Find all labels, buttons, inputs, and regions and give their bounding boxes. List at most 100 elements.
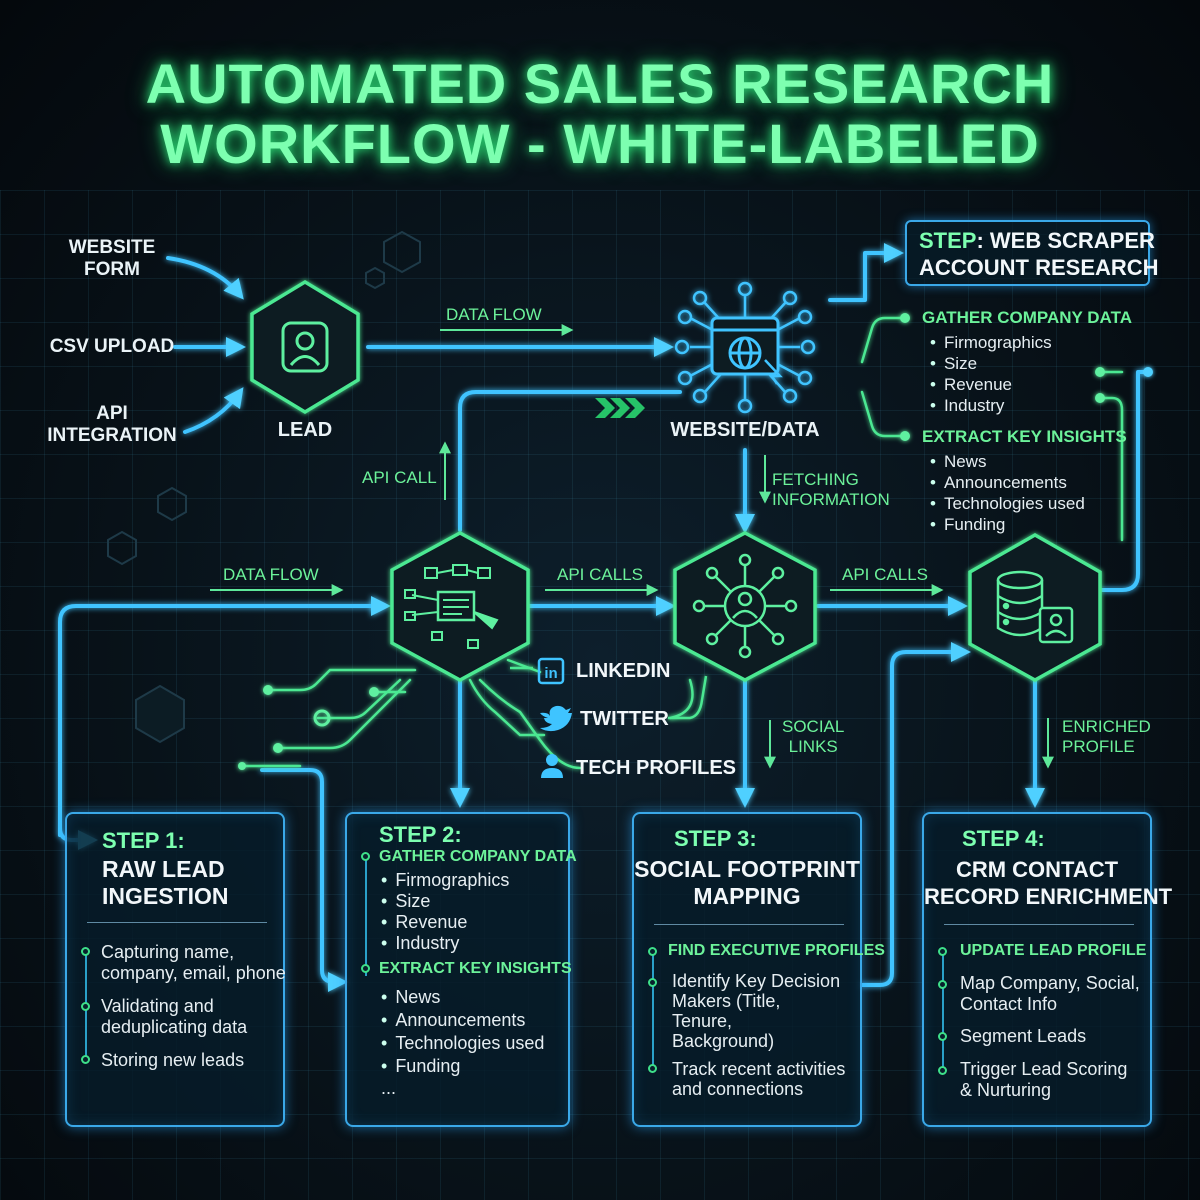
list-item: Firmographics bbox=[930, 332, 1052, 353]
step-1-card: STEP 1: RAW LEAD INGESTION Capturing nam… bbox=[65, 812, 286, 1127]
step-2-card: STEP 2: GATHER COMPANY DATA Firmographic… bbox=[345, 812, 577, 1127]
step-4-section: UPDATE LEAD PROFILE bbox=[960, 942, 1147, 959]
divider bbox=[944, 924, 1134, 925]
step-1-item-2: Validating and deduplicating data bbox=[101, 996, 248, 1037]
lead-node bbox=[250, 279, 360, 415]
timeline-dot bbox=[938, 980, 947, 989]
list-item: Industry bbox=[381, 933, 509, 954]
step-3-label: STEP 3: bbox=[674, 826, 757, 851]
step-1-label: STEP 1: bbox=[102, 828, 185, 853]
web-scraper-box: STEP: WEB SCRAPER ACCOUNT RESEARCH bbox=[905, 220, 1159, 286]
flow-label-data-flow-left: DATA FLOW bbox=[223, 565, 319, 584]
flow-label-api-calls-2: API CALLS bbox=[842, 565, 928, 584]
divider bbox=[654, 924, 844, 925]
list-item: News bbox=[930, 451, 1085, 472]
step-3-item-2: Track recent activities and connections bbox=[672, 1059, 846, 1099]
flow-label-enriched-profile: ENRICHED PROFILE bbox=[1062, 717, 1151, 756]
source-csv-upload: CSV UPLOAD bbox=[49, 336, 175, 357]
list-item: Revenue bbox=[381, 912, 509, 933]
step-4-item-1: Map Company, Social, Contact Info bbox=[960, 973, 1140, 1014]
divider bbox=[87, 922, 267, 923]
list-item: Industry bbox=[930, 395, 1052, 416]
flowchart-icon bbox=[404, 564, 499, 649]
list-item: Announcements bbox=[381, 1009, 544, 1032]
step-4-label: STEP 4: bbox=[962, 826, 1045, 851]
timeline-dot bbox=[648, 947, 657, 956]
step-2-label: STEP 2: bbox=[379, 822, 462, 847]
social-twitter-label: TWITTER bbox=[580, 708, 669, 730]
social-linkedin-label: LINKEDIN bbox=[576, 660, 671, 682]
social-hub-node bbox=[673, 531, 817, 682]
svg-text:in: in bbox=[544, 665, 557, 682]
step-3-card: STEP 3: SOCIAL FOOTPRINT MAPPING FIND EX… bbox=[632, 812, 885, 1127]
flow-label-data-flow-top: DATA FLOW bbox=[446, 305, 542, 324]
timeline-dot bbox=[81, 1055, 90, 1064]
timeline-dot bbox=[81, 1002, 90, 1011]
page-title-line2: WORKFLOW - WHITE-LABELED bbox=[160, 112, 1040, 175]
step-1-item-1: Capturing name, company, email, phone bbox=[101, 942, 286, 983]
list-item: Firmographics bbox=[381, 870, 509, 891]
source-api-integration: API INTEGRATION bbox=[47, 403, 177, 446]
person-profile-icon bbox=[541, 754, 563, 778]
step-4-heading: CRM CONTACT RECORD ENRICHMENT bbox=[924, 857, 1173, 909]
person-icon bbox=[281, 321, 329, 373]
scraper-extract-list: News Announcements Technologies used Fun… bbox=[930, 451, 1085, 535]
step-1-heading: RAW LEAD INGESTION bbox=[102, 856, 229, 909]
step-2-gather-title: GATHER COMPANY DATA bbox=[379, 848, 577, 865]
twitter-icon bbox=[540, 705, 572, 732]
list-item: Funding bbox=[381, 1055, 544, 1078]
timeline-dot bbox=[361, 852, 370, 861]
scraper-step-label: STEP: WEB SCRAPER bbox=[919, 228, 1155, 253]
source-website-form: WEBSITE FORM bbox=[68, 237, 156, 280]
timeline-dot bbox=[648, 1064, 657, 1073]
step-3-section: FIND EXECUTIVE PROFILES bbox=[668, 942, 885, 959]
crm-database-node bbox=[968, 532, 1102, 683]
lead-label: LEAD bbox=[277, 419, 333, 441]
step-2-extract-title: EXTRACT KEY INSIGHTS bbox=[379, 960, 572, 977]
flow-label-api-call: API CALL bbox=[362, 468, 437, 487]
list-item: Announcements bbox=[930, 472, 1085, 493]
timeline-line bbox=[942, 952, 944, 1070]
step-2-gather-list: Firmographics Size Revenue Industry bbox=[381, 870, 509, 954]
network-person-icon bbox=[692, 553, 798, 659]
timeline-dot bbox=[938, 1032, 947, 1041]
step-3-item-1: Identify Key Decision Makers (Title, Ten… bbox=[672, 971, 841, 1051]
step-1-item-3: Storing new leads bbox=[101, 1050, 245, 1070]
page-title-line1: AUTOMATED SALES RESEARCH bbox=[145, 52, 1055, 115]
timeline-dot bbox=[81, 947, 90, 956]
scraper-title-line2: ACCOUNT RESEARCH bbox=[919, 255, 1159, 280]
decorative-hexagons bbox=[107, 230, 421, 744]
list-item: Size bbox=[381, 891, 509, 912]
website-data-label: WEBSITE/DATA bbox=[670, 419, 820, 441]
scraper-extract-title: EXTRACT KEY INSIGHTS bbox=[922, 427, 1127, 446]
step-4-item-3: Trigger Lead Scoring & Nurturing bbox=[960, 1059, 1128, 1100]
linkedin-icon: in bbox=[537, 657, 565, 685]
flow-label-social-links: SOCIAL LINKS bbox=[782, 717, 845, 756]
list-item: News bbox=[381, 986, 544, 1009]
step-3-heading: SOCIAL FOOTPRINT MAPPING bbox=[634, 856, 860, 909]
globe-browser-icon bbox=[710, 316, 783, 385]
processing-hub-node bbox=[390, 531, 530, 682]
list-item: Technologies used bbox=[930, 493, 1085, 514]
timeline-dot bbox=[938, 947, 947, 956]
timeline-dot bbox=[648, 978, 657, 987]
step-2-extract-list: News Announcements Technologies used Fun… bbox=[381, 986, 544, 1078]
flow-label-api-calls-1: API CALLS bbox=[557, 565, 643, 584]
flow-label-fetching: FETCHING INFORMATION bbox=[772, 470, 890, 509]
list-item: Size bbox=[930, 353, 1052, 374]
step-4-item-2: Segment Leads bbox=[960, 1026, 1087, 1046]
website-data-node bbox=[674, 281, 816, 414]
step-2-more: ... bbox=[381, 1078, 397, 1098]
list-item: Technologies used bbox=[381, 1032, 544, 1055]
timeline-dot bbox=[938, 1066, 947, 1075]
scraper-gather-list: Firmographics Size Revenue Industry bbox=[930, 332, 1052, 416]
timeline-line bbox=[365, 856, 367, 976]
list-item: Funding bbox=[930, 514, 1085, 535]
timeline-dot bbox=[361, 964, 370, 973]
database-icon bbox=[996, 570, 1074, 644]
timeline-line bbox=[652, 952, 654, 1070]
list-item: Revenue bbox=[930, 374, 1052, 395]
scraper-gather-title: GATHER COMPANY DATA bbox=[922, 308, 1132, 327]
step-4-card: STEP 4: CRM CONTACT RECORD ENRICHMENT UP… bbox=[922, 812, 1173, 1127]
